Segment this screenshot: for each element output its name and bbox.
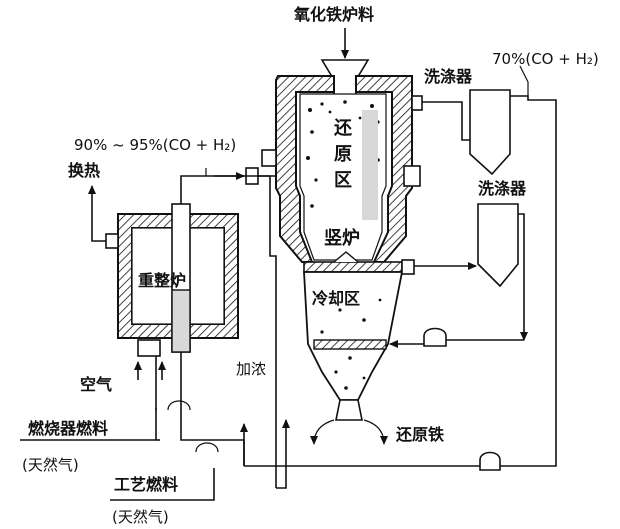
label-heating: 加浓 [236, 360, 266, 378]
label-iron-oxide-feed: 氧化铁炉料 [293, 5, 374, 24]
label-top-gas-ratio: 70%(CO + H₂) [492, 50, 599, 68]
label-process-fuel: 工艺燃料 [114, 475, 178, 494]
label-scrubber-top: 洗涤器 [424, 67, 473, 86]
label-cooling-zone: 冷却区 [312, 289, 360, 308]
label-reduction-zone-1: 还 [333, 118, 353, 139]
label-reduction-zone-3: 区 [334, 170, 352, 191]
label-shaft-furnace: 竖炉 [324, 227, 360, 249]
cooling-zone-charge [316, 294, 382, 390]
scrubber-lower [477, 203, 519, 288]
piping [20, 28, 557, 501]
label-reduction-zone-2: 原 [334, 144, 352, 165]
reformer-tube-shade [171, 289, 191, 353]
label-heat-exchange: 换热 [68, 161, 100, 180]
heat-exchange-nozzle [105, 233, 119, 249]
label-natural-gas-1: (天然气) [22, 456, 79, 474]
reformer [105, 203, 239, 357]
shaft-furnace [275, 59, 413, 421]
label-reformed-gas-ratio: 90% ~ 95%(CO + H₂) [74, 136, 236, 154]
furnace-inner-shadow [362, 110, 378, 220]
discharge-nozzle [335, 399, 363, 421]
label-air: 空气 [80, 375, 112, 394]
label-scrubber-mid: 洗涤器 [478, 179, 527, 198]
label-reformer: 重整炉 [138, 271, 186, 290]
cooling-gas-distributor [313, 339, 387, 350]
cooling-gas-compressor [423, 327, 447, 347]
furnace-side-box [403, 165, 421, 187]
label-reduced-iron: 还原铁 [395, 425, 444, 444]
label-burner-fuel: 燃烧器燃料 [28, 419, 108, 438]
furnace-wall-left [275, 75, 335, 263]
scrubber-upper [469, 89, 511, 176]
label-natural-gas-2: (天然气) [112, 508, 169, 526]
furnace-grate [303, 261, 403, 273]
recycle-compressor [479, 451, 501, 471]
reformer-burner [137, 339, 161, 357]
